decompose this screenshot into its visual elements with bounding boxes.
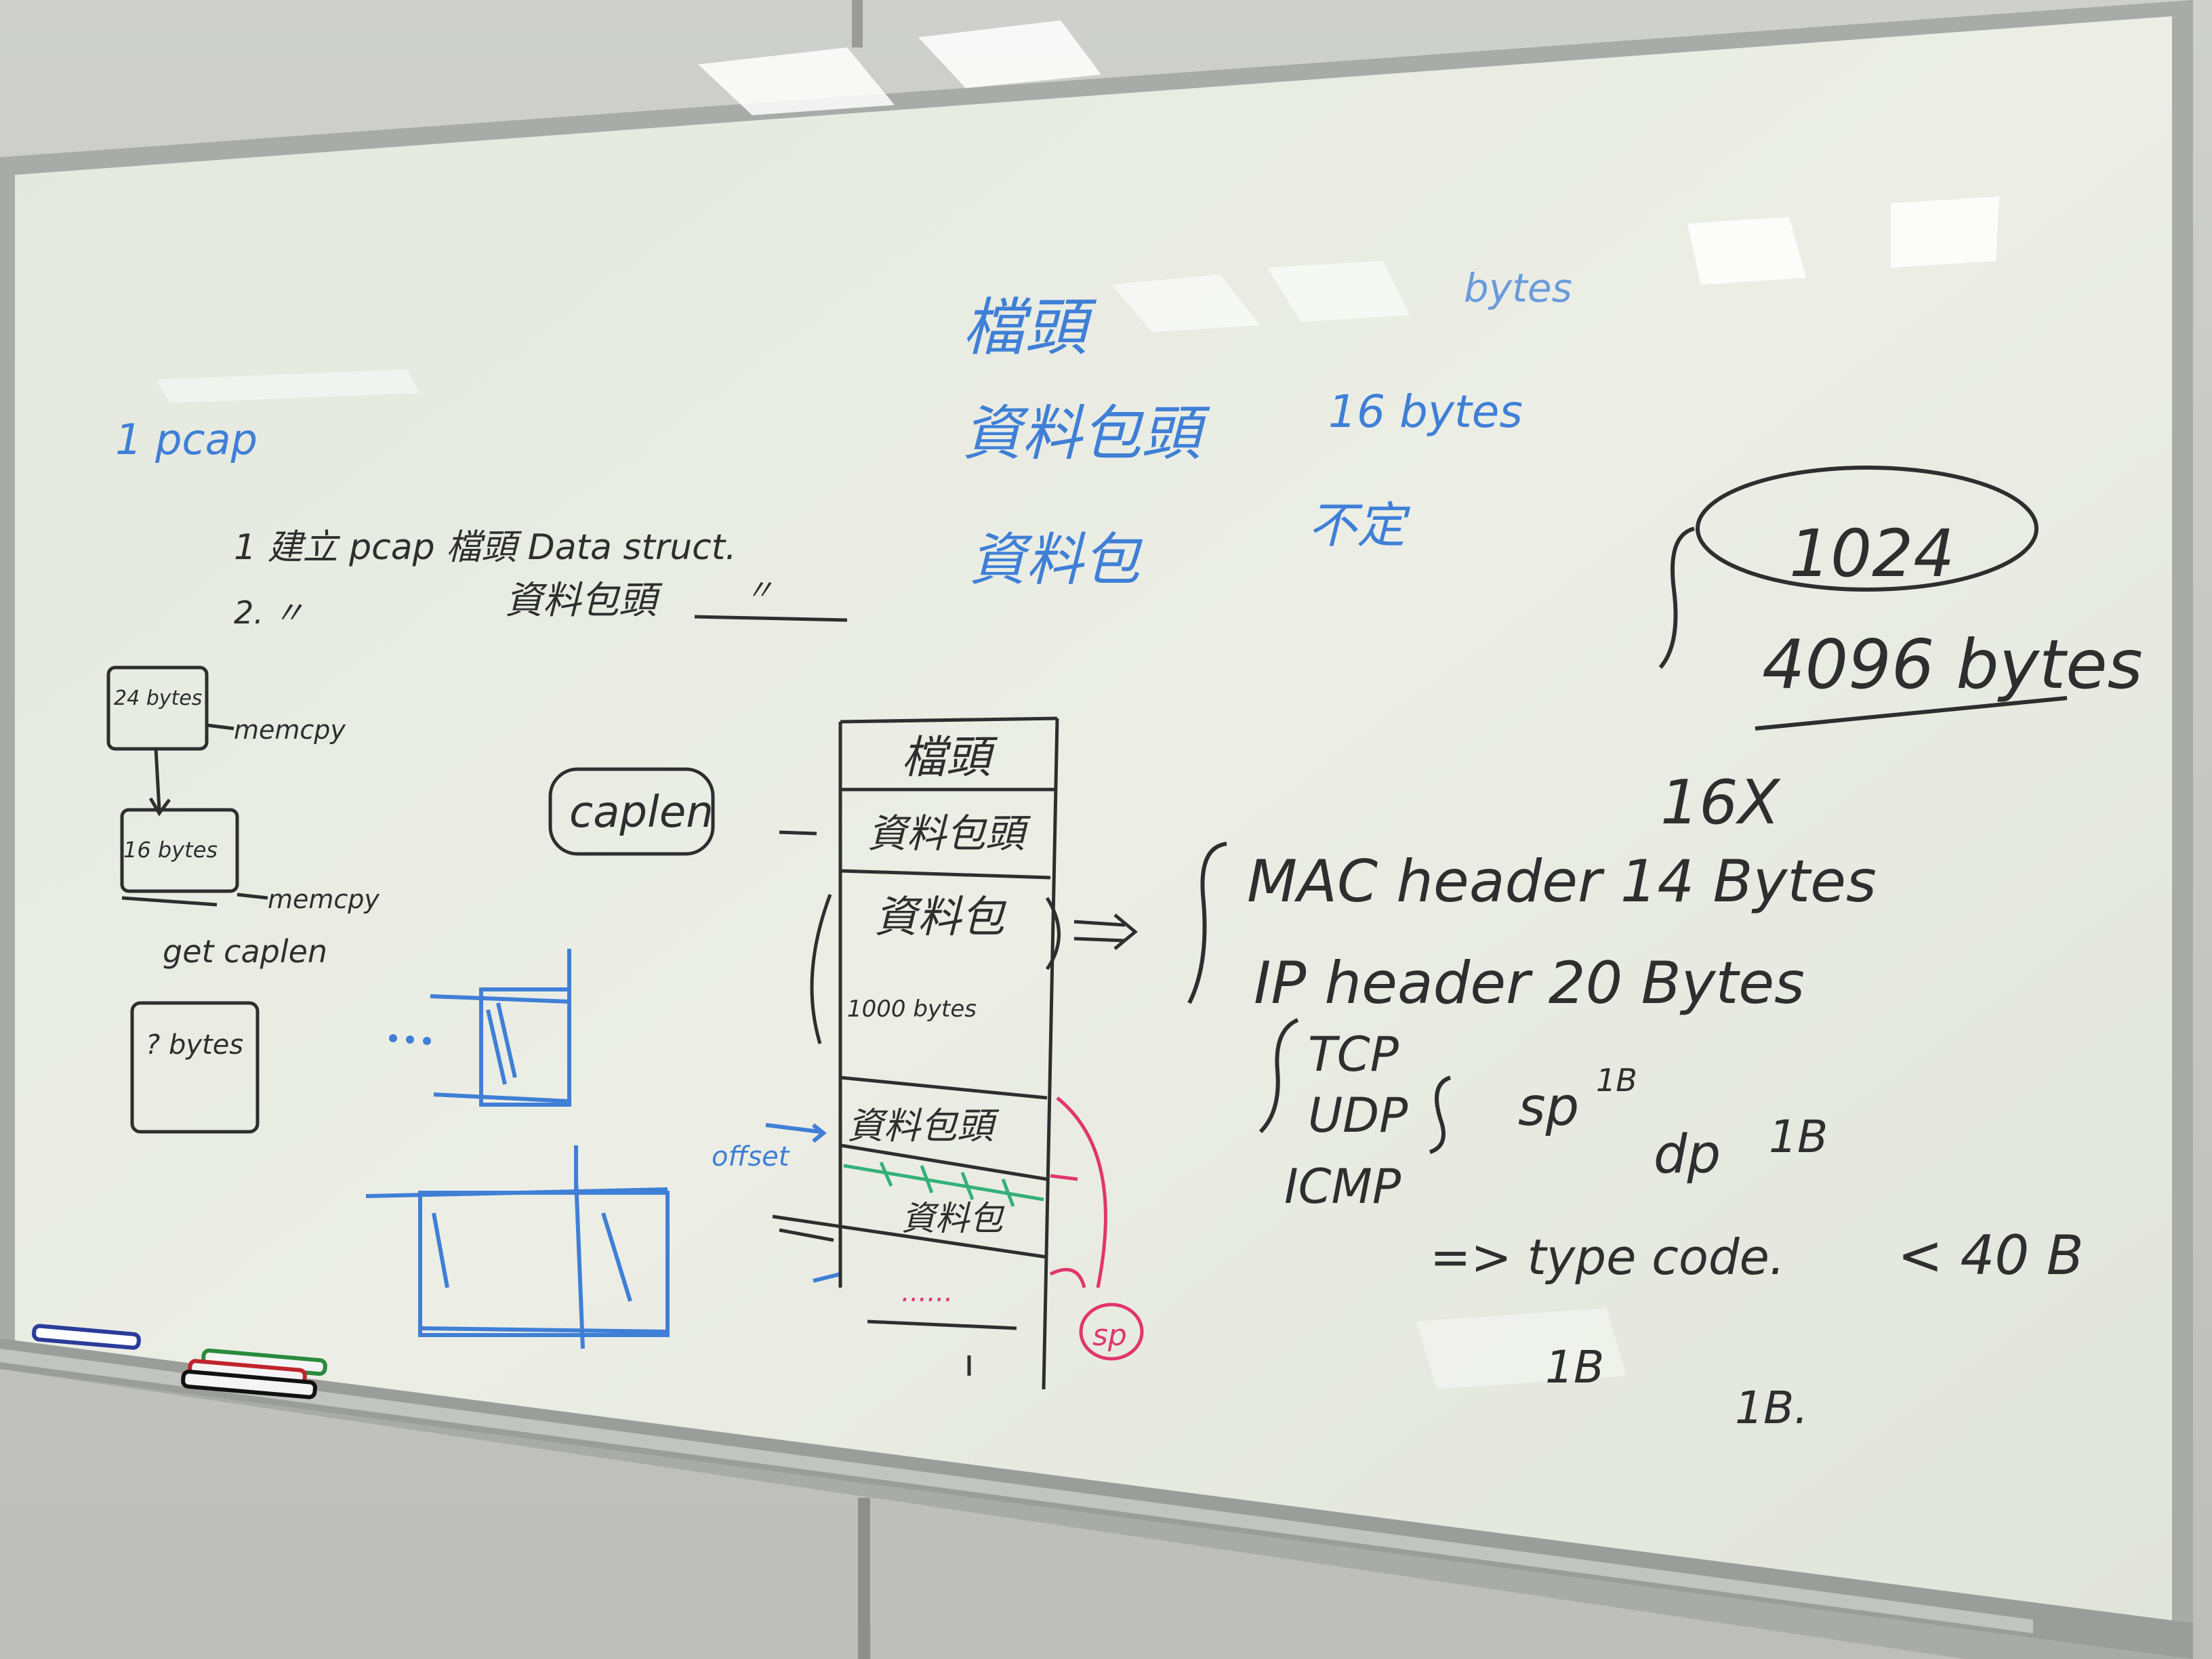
markers [32,1324,327,1399]
mem-label-packet-header-2: 資料包頭 [847,1105,1000,1147]
note-ip-header: IP header 20 Bytes [1254,949,1805,1017]
note-pcap: 1 pcap [115,415,258,464]
note-dp: dp [1654,1124,1721,1185]
note-type-size: 1B [1545,1341,1604,1393]
note-offset: offset [712,1141,790,1172]
note-4096-bytes: 4096 bytes [1762,625,2143,704]
note-lt40: < 40 B [1898,1224,2084,1287]
memory-column [772,716,1138,1390]
note-dp-size: 1B [1769,1111,1828,1163]
mem-label-packet: 資料包 [874,893,1007,943]
note-sp-size: 1B [1596,1062,1637,1099]
note-file-header: 檔頭 [962,291,1097,364]
note-step1: 1 建立 pcap 檔頭 Data struct. [234,527,737,568]
red-annotation [1049,1097,1144,1361]
note-box-bottom: ? bytes [146,1029,243,1061]
note-step1-line2: 資料包頭 [505,579,663,623]
blue-marker [32,1324,141,1350]
mem-label-packet-2: 資料包 [901,1199,1005,1238]
board-surface [15,16,2172,1626]
mem-label-file-header: 檔頭 [901,731,998,783]
marker-tray-lip [0,1349,2033,1633]
blue-notes: 1 pcap 檔頭 bytes 資料包頭 16 bytes 資料包 不定 off… [115,265,1572,1172]
note-sp: sp [1518,1077,1579,1138]
mem-label-1000-bytes: 1000 bytes [847,996,977,1023]
note-get-caplen: get caplen [163,933,327,970]
note-box-middle: 16 bytes [123,837,218,863]
note-packet-size: 不定 [1308,497,1411,554]
light-reflections [156,20,1999,1389]
note-type-code: => type code. [1430,1229,1785,1286]
note-packet: 資料包 [969,527,1143,593]
red-circle-label: sp [1092,1318,1127,1353]
note-box-top: 24 bytes [114,687,202,710]
note-caplen: caplen [569,787,714,838]
note-step1-tail: 〃 [745,573,774,607]
note-step2: 2. 〃 [234,594,305,631]
note-mac-header: MAC header 14 Bytes [1247,848,1877,916]
note-icmp: ICMP [1284,1159,1401,1214]
note-packet-header-size: 16 bytes [1328,386,1523,438]
black-marker [181,1369,317,1399]
mem-label-ellipsis: ...... [901,1277,953,1308]
memory-labels: 檔頭 資料包頭 資料包 1000 bytes 資料包頭 資料包 ...... [847,731,1031,1308]
note-memcpy-2: memcpy [268,884,380,914]
black-right-notes: 1024 4096 bytes 16X MAC header 14 Bytes … [1247,516,2143,1434]
black-right-sketch [1187,466,2068,1154]
mem-label-packet-header: 資料包頭 [867,811,1031,857]
blue-dots [389,1034,431,1045]
note-packet-header: 資料包頭 [962,398,1210,468]
note-file-header-size: bytes [1464,265,1572,311]
note-code-size: 1B. [1735,1382,1808,1434]
note-tcp: TCP [1308,1027,1399,1082]
note-1024: 1024 [1789,516,1954,592]
blue-sketch [365,949,841,1349]
green-hatch [843,1162,1044,1207]
black-left-notes: 1 建立 pcap 檔頭 Data struct. 資料包頭 〃 2. 〃 24… [114,527,774,1061]
note-16x: 16X [1660,767,1782,838]
note-udp: UDP [1308,1088,1408,1143]
black-left-sketch [106,615,848,1134]
note-memcpy-1: memcpy [234,715,346,745]
